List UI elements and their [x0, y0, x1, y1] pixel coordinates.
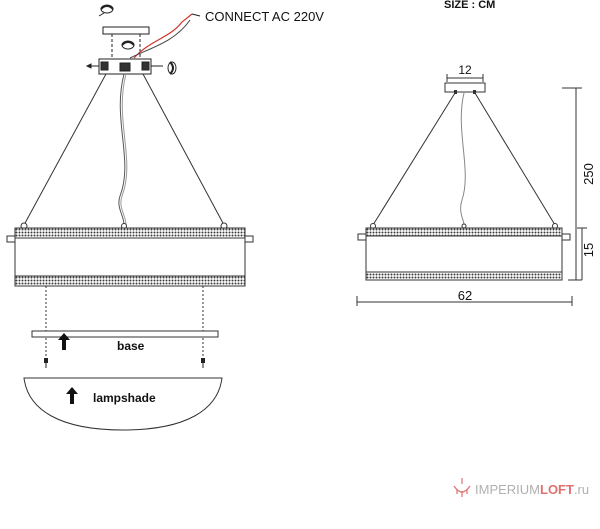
- screw-icon: [201, 358, 205, 368]
- mounting-plate: [102, 26, 150, 35]
- base-label: base: [117, 339, 145, 353]
- arrow-up-icon: [58, 333, 70, 350]
- lamp-body: [6, 222, 254, 358]
- supply-wires: [129, 13, 201, 59]
- screw-icon: [167, 61, 177, 75]
- watermark-word1: IMPERIUM: [475, 482, 540, 497]
- diameter-dimension: 62: [458, 288, 472, 303]
- body-height-dimension: 15: [581, 243, 596, 257]
- screw-icon: [44, 358, 48, 368]
- screw-icon: [98, 4, 114, 17]
- lampshade: lampshade: [23, 377, 223, 431]
- base-plate: base: [31, 330, 219, 368]
- height-dimension: 250: [581, 163, 596, 185]
- ceiling-mount: [85, 4, 177, 75]
- lampshade-label: lampshade: [93, 391, 156, 405]
- size-unit-label: SIZE : CM: [444, 0, 495, 11]
- svg-text:IMPERIUMLOFT.ru: IMPERIUMLOFT.ru: [475, 482, 589, 497]
- watermark-tld: .ru: [574, 482, 589, 497]
- screw-icon: [121, 40, 135, 50]
- suspension-cables: [23, 73, 225, 226]
- chandelier-logo-icon: [453, 478, 471, 497]
- arrow-up-icon: [66, 387, 78, 404]
- connect-label: CONNECT AC 220V: [205, 9, 324, 24]
- dimension-view: 12 250 15 62: [356, 63, 596, 306]
- canopy-dimension: 12: [458, 63, 472, 77]
- watermark: IMPERIUMLOFT.ru: [453, 478, 589, 497]
- watermark-word2: LOFT: [540, 482, 574, 497]
